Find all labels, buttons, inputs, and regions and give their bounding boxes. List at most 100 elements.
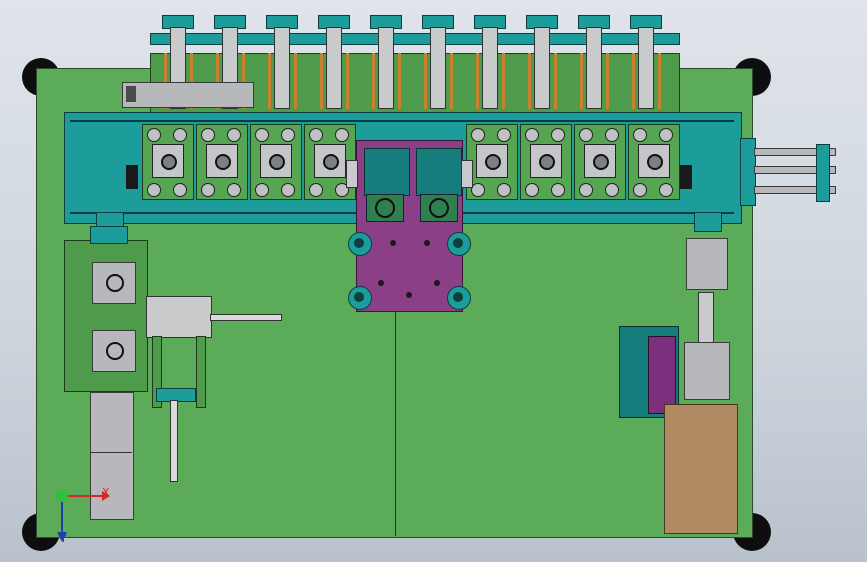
roller-station[interactable] xyxy=(142,124,194,200)
cylinder-stack xyxy=(418,15,456,110)
roller-wheel xyxy=(605,128,619,142)
roller-station[interactable] xyxy=(628,124,680,200)
roller-wheel xyxy=(525,128,539,142)
roller-station-housing xyxy=(476,144,508,178)
cylinder-stack xyxy=(262,15,300,110)
roller-wheel xyxy=(335,183,349,197)
roller-wheel xyxy=(579,183,593,197)
cylinder-rod xyxy=(502,53,505,109)
carriage-wheel xyxy=(447,286,471,310)
roller-wheel xyxy=(335,128,349,142)
roller-station-housing xyxy=(638,144,670,178)
pusher-cylinder-assembly[interactable] xyxy=(146,296,286,486)
cylinder-body xyxy=(274,27,290,109)
carriage-motor-right xyxy=(416,148,462,196)
control-cabinet-panel xyxy=(648,336,676,414)
triad-y-arrow xyxy=(57,532,67,542)
cylinder-stack xyxy=(314,15,352,110)
roller-station[interactable] xyxy=(466,124,518,200)
cylinder-stack xyxy=(574,15,612,110)
roller-wheel xyxy=(173,128,187,142)
cylinder-rod xyxy=(450,53,453,109)
cylinder-body xyxy=(638,27,654,109)
roller-wheel xyxy=(551,128,565,142)
cylinder-stack xyxy=(470,15,508,110)
roller-wheel xyxy=(659,128,673,142)
roller-wheel xyxy=(255,128,269,142)
roller-wheel xyxy=(201,128,215,142)
triad-x-arrow xyxy=(102,491,110,501)
cylinder-body xyxy=(326,27,342,109)
roller-station-housing xyxy=(314,144,346,178)
roller-wheel xyxy=(173,183,187,197)
cylinder-body xyxy=(534,27,550,109)
roller-wheel xyxy=(579,128,593,142)
carriage-hole xyxy=(378,280,384,286)
center-carriage[interactable] xyxy=(346,140,473,312)
cylinder-rod xyxy=(476,53,479,109)
roller-wheel xyxy=(497,183,511,197)
drive-motor-left[interactable] xyxy=(122,82,254,108)
left-column-top-bracket xyxy=(90,226,128,244)
cylinder-stack xyxy=(366,15,404,110)
pusher-guide-right xyxy=(196,336,206,408)
roller-station-housing xyxy=(260,144,292,178)
left-roller-hub-1 xyxy=(106,274,124,292)
cylinder-stack xyxy=(626,15,664,110)
roller-station-housing xyxy=(152,144,184,178)
triad-z-axis xyxy=(56,490,68,502)
cylinder-rod xyxy=(398,53,401,109)
rail-end-block-right xyxy=(680,165,692,189)
roller-wheel xyxy=(633,183,647,197)
right-lift-block[interactable] xyxy=(686,238,728,290)
right-cylinder-rod-3 xyxy=(754,186,836,194)
roller-station-housing xyxy=(530,144,562,178)
cylinder-body xyxy=(586,27,602,109)
roller-wheel xyxy=(309,183,323,197)
carriage-gear-hub-left xyxy=(375,198,395,218)
cylinder-body xyxy=(430,27,446,109)
roller-wheel xyxy=(471,128,485,142)
carriage-hole xyxy=(424,240,430,246)
carriage-wheel xyxy=(348,232,372,256)
left-outfeed-plate xyxy=(90,392,134,520)
right-lift-guide xyxy=(698,292,714,344)
right-cylinder-assembly[interactable] xyxy=(740,138,840,208)
right-lift-carriage[interactable] xyxy=(684,342,730,400)
roller-wheel xyxy=(471,183,485,197)
cylinder-rod xyxy=(632,53,635,109)
roller-station-housing xyxy=(584,144,616,178)
cylinder-rod xyxy=(424,53,427,109)
cylinder-rod xyxy=(658,53,661,109)
carriage-wheel xyxy=(348,286,372,310)
roller-wheel xyxy=(551,183,565,197)
cylinder-rod xyxy=(528,53,531,109)
roller-station[interactable] xyxy=(574,124,626,200)
roller-station-housing xyxy=(206,144,238,178)
roller-wheel xyxy=(281,183,295,197)
carriage-hole xyxy=(390,240,396,246)
left-roller-hub-2 xyxy=(106,342,124,360)
triad-x-label: X xyxy=(102,486,110,499)
cylinder-rod xyxy=(372,53,375,109)
roller-station[interactable] xyxy=(250,124,302,200)
roller-wheel xyxy=(227,183,241,197)
cylinder-rod xyxy=(320,53,323,109)
cylinder-rod xyxy=(294,53,297,109)
roller-wheel xyxy=(309,128,323,142)
roller-wheel xyxy=(255,183,269,197)
right-cylinder-rod-2 xyxy=(754,166,836,174)
triad-y-label: Y xyxy=(60,532,67,545)
cylinder-rod xyxy=(554,53,557,109)
right-cylinder-endplate xyxy=(816,144,830,202)
material-bin[interactable] xyxy=(664,404,738,534)
drive-motor-endcap xyxy=(126,86,136,102)
cylinder-rod xyxy=(268,53,271,109)
roller-wheel xyxy=(659,183,673,197)
cylinder-stack xyxy=(522,15,560,110)
pusher-cylinder-body xyxy=(146,296,212,338)
roller-station[interactable] xyxy=(196,124,248,200)
roller-wheel xyxy=(525,183,539,197)
roller-station[interactable] xyxy=(520,124,572,200)
